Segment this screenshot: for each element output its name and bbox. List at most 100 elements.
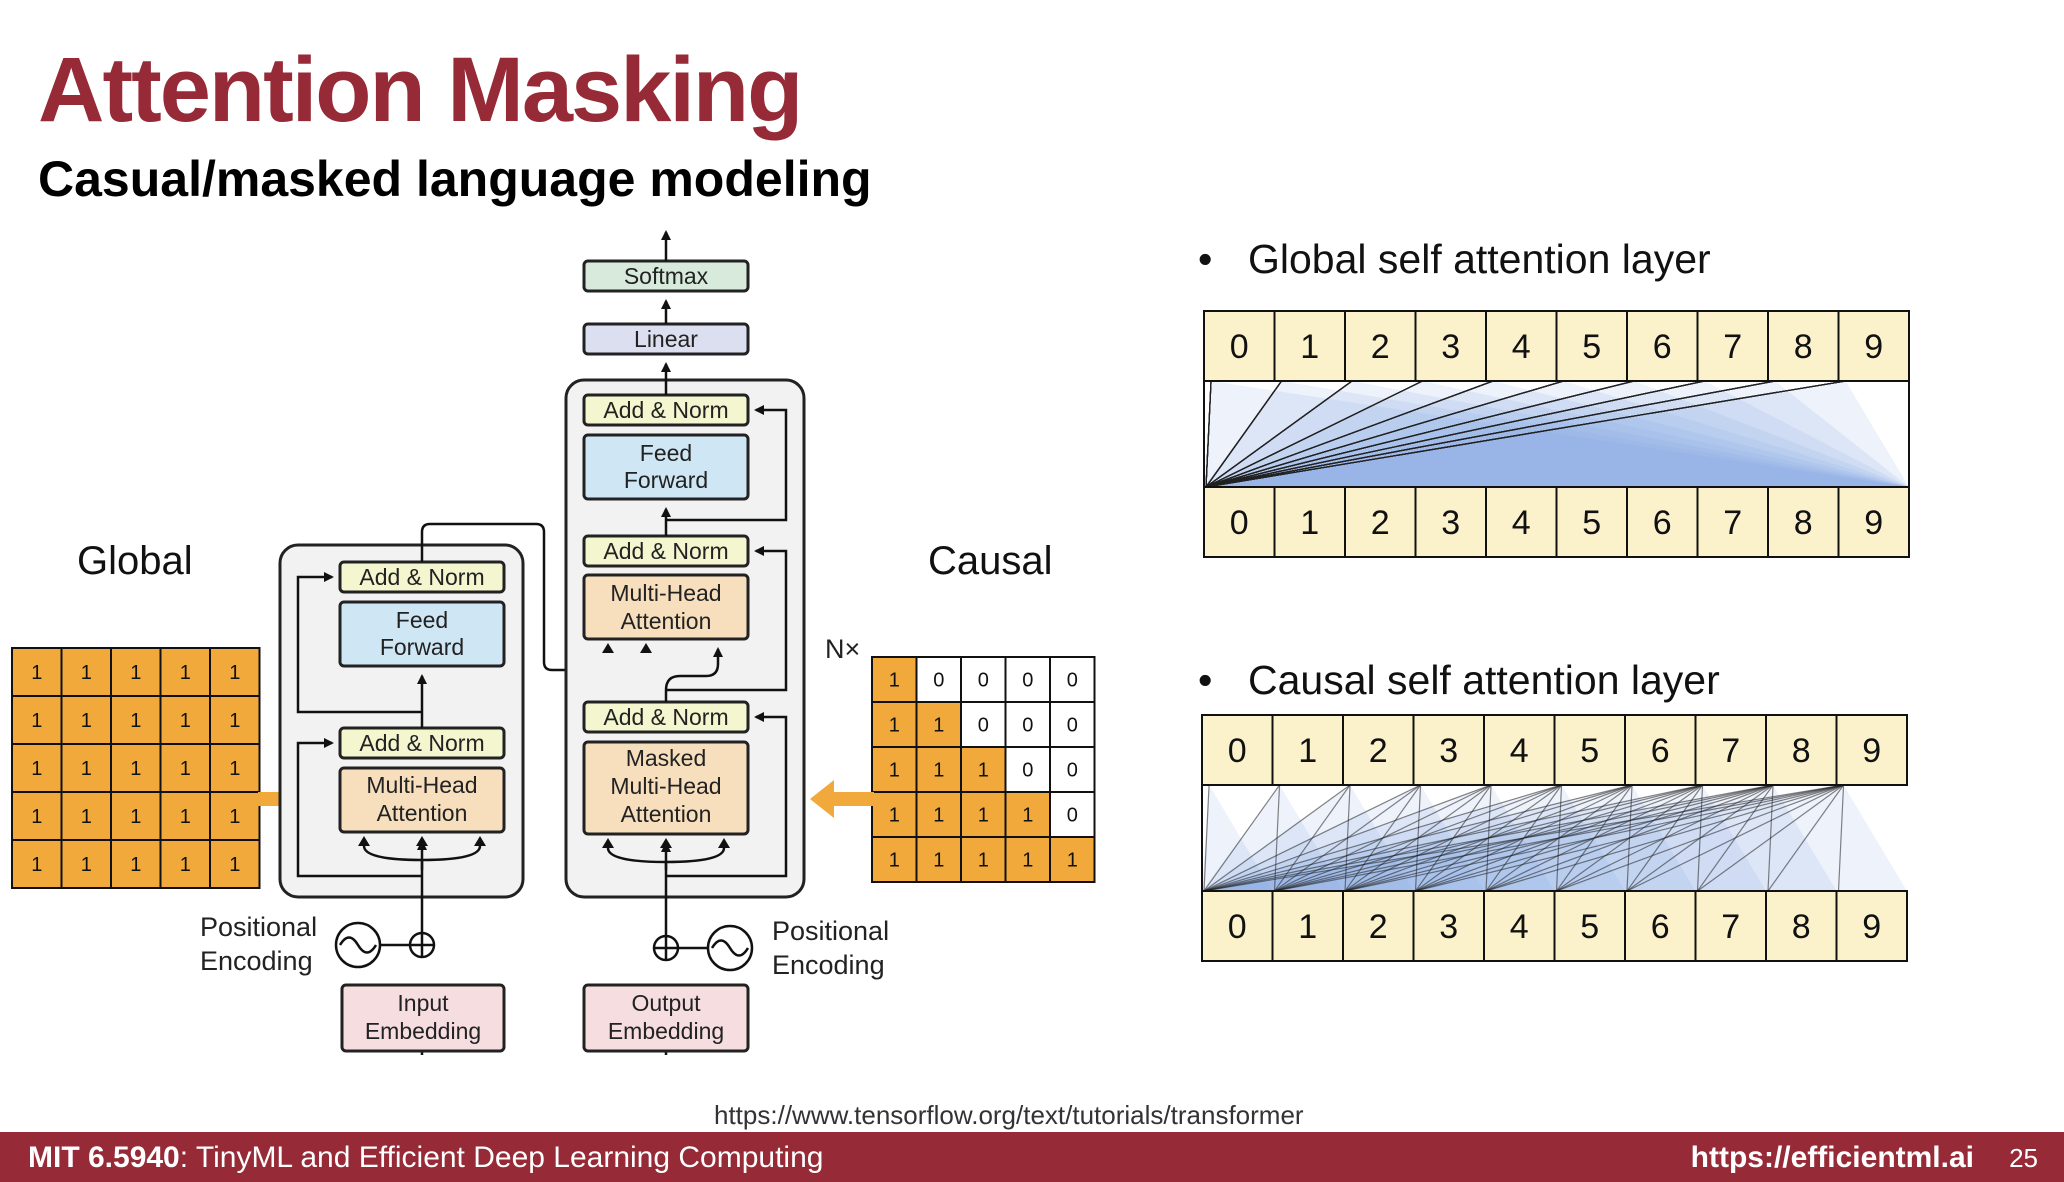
encoder-embed-label-2: Embedding [365, 1018, 481, 1044]
decoder-linear-label: Linear [634, 326, 698, 352]
causal-attn-token-label: 9 [1862, 732, 1881, 770]
global-mask-cell [209, 839, 261, 889]
global-attn-token-label: 3 [1441, 328, 1460, 366]
causal-attn-edge [1626, 784, 1844, 892]
decoder-pe-label-2: Encoding [772, 950, 885, 980]
global-mask-cell-value: 1 [130, 758, 141, 780]
causal-attn-query-token [1201, 714, 1274, 786]
causal-mask-cell-value: 1 [889, 850, 900, 872]
global-mask-cell-value: 1 [130, 806, 141, 828]
causal-attn-key-token [1694, 890, 1767, 962]
causal-mask-cell-value: 0 [1067, 760, 1078, 782]
causal-attn-edge [1203, 784, 1210, 892]
global-mask-cell-value: 1 [81, 758, 92, 780]
causal-attn-token-label: 6 [1651, 908, 1670, 946]
causal-mask-cell [1049, 791, 1096, 838]
causal-attn-fan [1202, 785, 1907, 891]
causal-attn-token-label: 2 [1369, 908, 1388, 946]
global-mask-cell-value: 1 [31, 710, 42, 732]
causal-mask-cell-value: 0 [1067, 715, 1078, 737]
global-mask-cell [110, 791, 162, 841]
global-attn-edge [1205, 380, 1283, 488]
causal-mask-cell [960, 656, 1007, 703]
global-mask-cell-value: 1 [130, 662, 141, 684]
global-attention-title: Global self attention layer [1248, 236, 1711, 282]
causal-attn-edge [1203, 784, 1774, 892]
global-attn-fill [1204, 381, 1909, 487]
causal-attention-title: Causal self attention layer [1248, 657, 1720, 703]
causal-attn-key-token [1624, 890, 1697, 962]
global-mask-cell [60, 791, 112, 841]
causal-attn-connections [1201, 784, 1845, 892]
causal-mask-cell-value: 0 [978, 715, 989, 737]
causal-attn-edge [1203, 784, 1844, 892]
causal-attn-edge [1203, 784, 1492, 892]
causal-mask-cell-value: 0 [978, 670, 989, 692]
causal-attn-query-token [1271, 714, 1344, 786]
decoder-cross-label-2: Attention [621, 608, 712, 634]
global-attn-key-token [1767, 486, 1840, 558]
causal-mask-cell-value: 0 [933, 670, 944, 692]
causal-mask-cell-value: 0 [1067, 670, 1078, 692]
global-mask-cell-value: 1 [229, 806, 240, 828]
causal-attn-query-token [1483, 714, 1556, 786]
causal-mask-cell [871, 701, 918, 748]
decoder-output-embedding [582, 983, 750, 1053]
global-attn-token-label: 3 [1441, 504, 1460, 542]
global-mask-cell-value: 1 [180, 758, 191, 780]
causal-mask-cell-value: 1 [1067, 850, 1078, 872]
causal-attn-edge [1203, 784, 1633, 892]
causal-attn-query-token [1835, 714, 1908, 786]
global-attn-key-token [1344, 486, 1417, 558]
global-mask-cell [209, 695, 261, 745]
encoder-pe-label-2: Encoding [200, 946, 313, 976]
footer-url[interactable]: https://efficientml.ai [1690, 1141, 1974, 1174]
global-attn-token-label: 1 [1300, 328, 1319, 366]
encoder-input-embedding [340, 983, 506, 1053]
global-attn-key-token [1626, 486, 1699, 558]
causal-attn-edge [1697, 784, 1844, 892]
global-attn-token-label: 7 [1723, 504, 1742, 542]
global-attn-token-label: 2 [1371, 504, 1390, 542]
causal-attn-query-token [1553, 714, 1626, 786]
causal-mask-cell-value: 1 [933, 760, 944, 782]
causal-attn-edge [1203, 784, 1421, 892]
decoder-masked-attention [582, 740, 750, 836]
causal-mask-cell-value: 1 [933, 715, 944, 737]
citation-link[interactable]: https://www.tensorflow.org/text/tutorial… [714, 1100, 1304, 1130]
encoder-feed-forward [338, 600, 506, 668]
causal-attn-token-label: 5 [1580, 908, 1599, 946]
decoder-add-norm-2-label: Add & Norm [603, 538, 728, 564]
causal-mask-cell [871, 746, 918, 793]
encoder-add-norm-bottom-label: Add & Norm [359, 730, 484, 756]
causal-attn-edge [1344, 784, 1844, 892]
causal-mask-cell [960, 746, 1007, 793]
causal-mask-cell-value: 0 [1022, 760, 1033, 782]
global-attn-fan [1204, 381, 1909, 487]
global-attn-edge [1205, 380, 1423, 488]
global-attn-edge [1205, 380, 1494, 488]
slide-title: Attention Masking [38, 39, 803, 141]
causal-mask-cell-value: 1 [889, 760, 900, 782]
footer-course-name: : TinyML and Efficient Deep Learning Com… [179, 1141, 824, 1174]
decoder-cross-label-1: Multi-Head [610, 580, 721, 606]
causal-attn-edge [1203, 784, 1281, 892]
causal-mask-cell [1049, 836, 1096, 883]
global-mask-cell [60, 743, 112, 793]
global-attn-fan [1204, 381, 1909, 487]
global-mask-cell-value: 1 [130, 854, 141, 876]
causal-attn-fan [1202, 785, 1555, 891]
causal-attn-key-token [1201, 890, 1274, 962]
global-mask-cell-value: 1 [81, 710, 92, 732]
global-mask-cell [11, 695, 63, 745]
decoder-block: Softmax Linear Add & Norm Feed Forward A… [564, 230, 889, 1055]
global-bullet-dot: • [1198, 236, 1212, 282]
encoder-frame [278, 543, 525, 899]
causal-attn-token-label: 3 [1439, 732, 1458, 770]
decoder-add-norm-1-label: Add & Norm [603, 704, 728, 730]
global-attn-token-label: 7 [1723, 328, 1742, 366]
causal-attn-token-label: 5 [1580, 732, 1599, 770]
decoder-ff-label-1: Feed [640, 440, 692, 466]
